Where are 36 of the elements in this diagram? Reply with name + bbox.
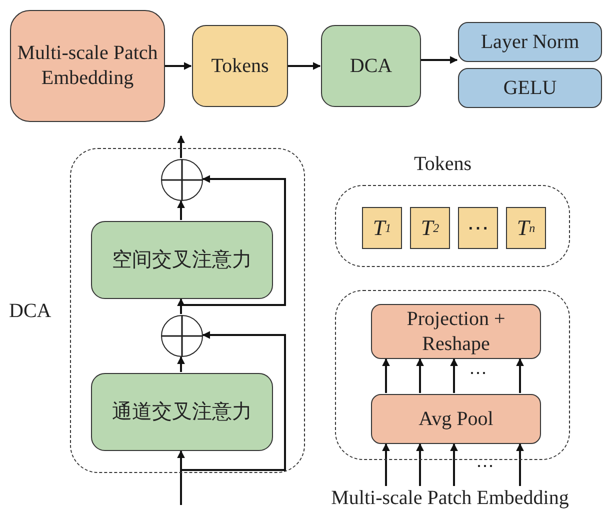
process-box: GELU (458, 68, 602, 108)
arrow (181, 175, 286, 306)
group-title: DCA (9, 299, 52, 324)
arrow (450, 443, 458, 486)
ellipsis-text: ⋯ (469, 362, 487, 384)
sum-circle (161, 159, 203, 201)
arrow (382, 358, 390, 393)
arrow (177, 356, 185, 372)
arrow (516, 358, 524, 393)
group-title: Tokens (414, 152, 472, 177)
dashed-group (335, 290, 570, 460)
process-box: Projection + Reshape (371, 304, 541, 359)
process-box: Avg Pool (371, 394, 541, 444)
arrow (177, 135, 185, 158)
arrow (450, 358, 458, 393)
input-text: Multi-scale Patch Embedding (315, 486, 585, 510)
arrow (177, 450, 185, 505)
arrow (416, 358, 424, 393)
arrow (177, 298, 185, 314)
arrow (165, 62, 192, 70)
process-box: Multi-scale Patch Embedding (10, 10, 165, 122)
ellipsis-text: ⋯ (476, 455, 494, 477)
process-box: Tokens (192, 25, 288, 107)
arrow (177, 200, 185, 220)
token-cell: ⋯ (458, 207, 498, 249)
arrow (416, 443, 424, 486)
arrow (421, 56, 458, 64)
process-box: 空间交叉注意力 (91, 221, 273, 299)
process-box: 通道交叉注意力 (91, 373, 273, 451)
arrow (516, 443, 524, 486)
process-box: Layer Norm (458, 22, 602, 62)
arrow (181, 331, 286, 471)
arrow (382, 443, 390, 486)
arrow (288, 62, 321, 70)
process-box: DCA (321, 25, 421, 107)
sum-circle (161, 315, 203, 357)
